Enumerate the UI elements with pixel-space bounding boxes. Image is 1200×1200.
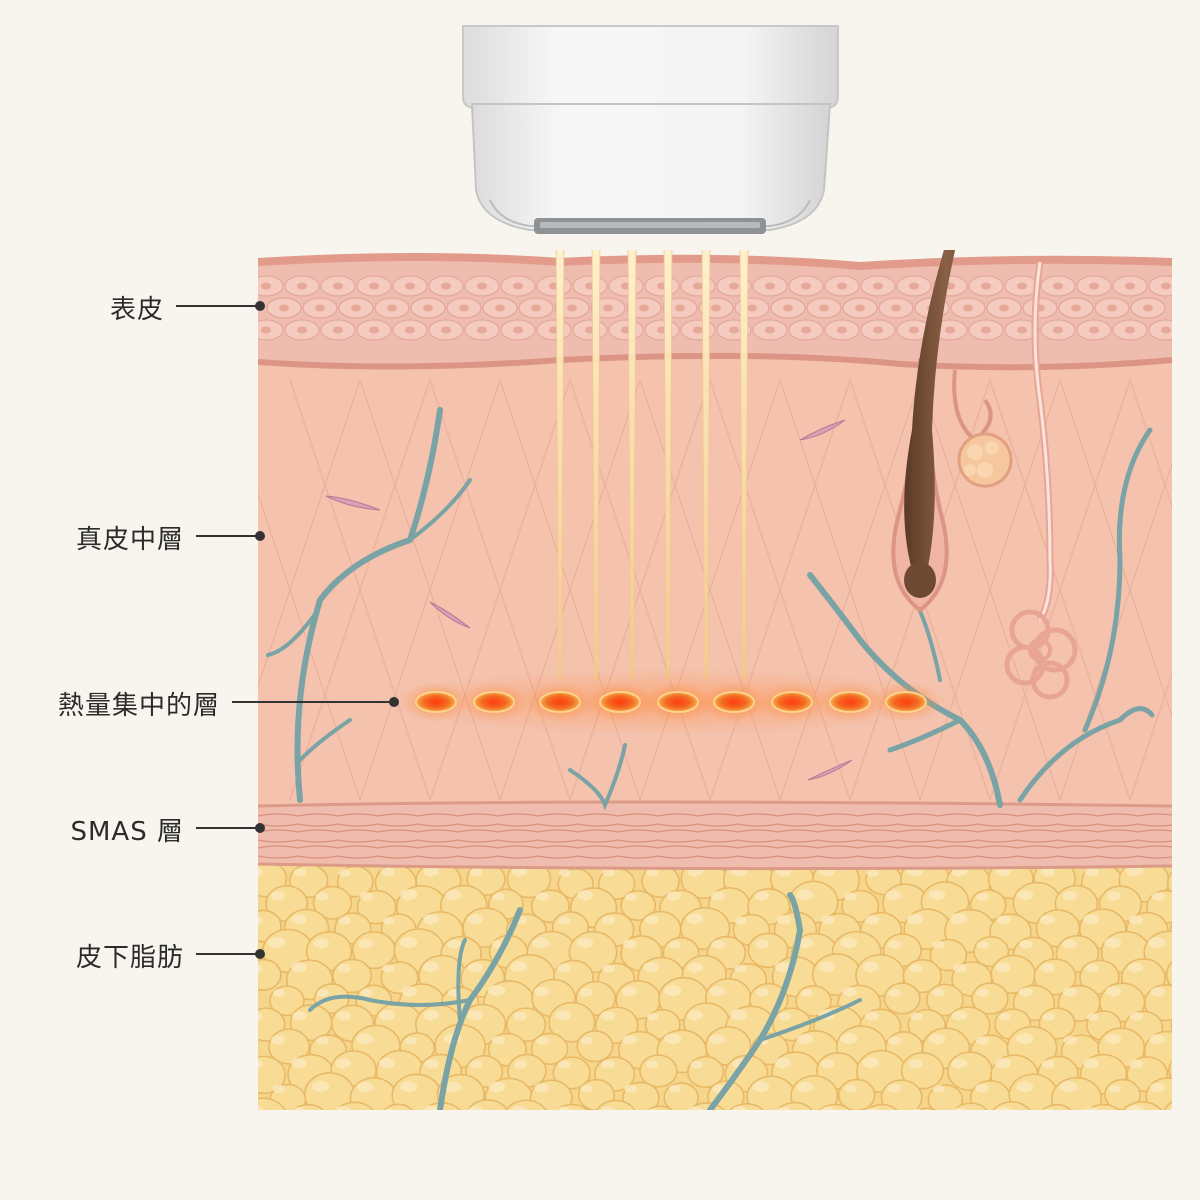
label-smas: SMAS 層 [70,817,184,847]
ultrasound-transducer-icon [462,25,839,234]
heat-focus-points [380,668,960,736]
basal-membrane [258,352,1172,371]
fat-cells [258,857,1172,1110]
smas-boundary-top [258,800,1172,808]
collagen-fibers [258,379,1172,801]
smas-boundary-bottom [258,862,1172,871]
dermis-layer [258,355,1172,808]
ultrasound-beams [555,250,749,681]
leader-dots [255,301,399,959]
blood-vessels [266,407,1155,1110]
label-heat-layer: 熱量集中的層 [57,691,220,721]
fibroblast-cells [325,419,853,781]
label-epidermis: 表皮 [109,295,164,325]
label-subcutaneous-fat: 皮下脂肪 [75,943,184,973]
smas-fibers [258,813,1172,859]
label-mid-dermis: 真皮中層 [75,525,184,555]
smas-layer [258,801,1172,869]
hair-follicle-icon [891,250,1013,613]
sweat-gland-icon [1004,261,1078,700]
stratum-corneum [258,253,1172,271]
leader-lines [176,305,392,955]
